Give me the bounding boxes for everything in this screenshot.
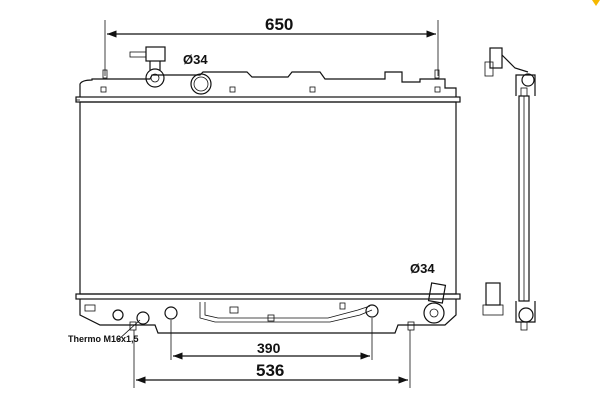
side-view xyxy=(482,47,536,331)
dimension-390 xyxy=(170,318,373,360)
thermo-port-label: Thermo M16x1,5 xyxy=(68,334,139,344)
inlet-diameter-label: Ø34 xyxy=(183,52,208,67)
dimension-536 xyxy=(133,330,411,388)
corner-mark xyxy=(592,0,600,6)
dimension-650-label: 650 xyxy=(265,15,293,34)
radiator-core xyxy=(75,96,461,300)
dimension-650 xyxy=(104,20,439,76)
dimension-536-label: 536 xyxy=(256,361,284,380)
outlet-diameter-label: Ø34 xyxy=(410,261,435,276)
dimension-390-label: 390 xyxy=(257,340,281,356)
top-tank xyxy=(79,46,457,97)
bottom-tank xyxy=(79,282,457,334)
thermo-leader xyxy=(117,319,141,341)
